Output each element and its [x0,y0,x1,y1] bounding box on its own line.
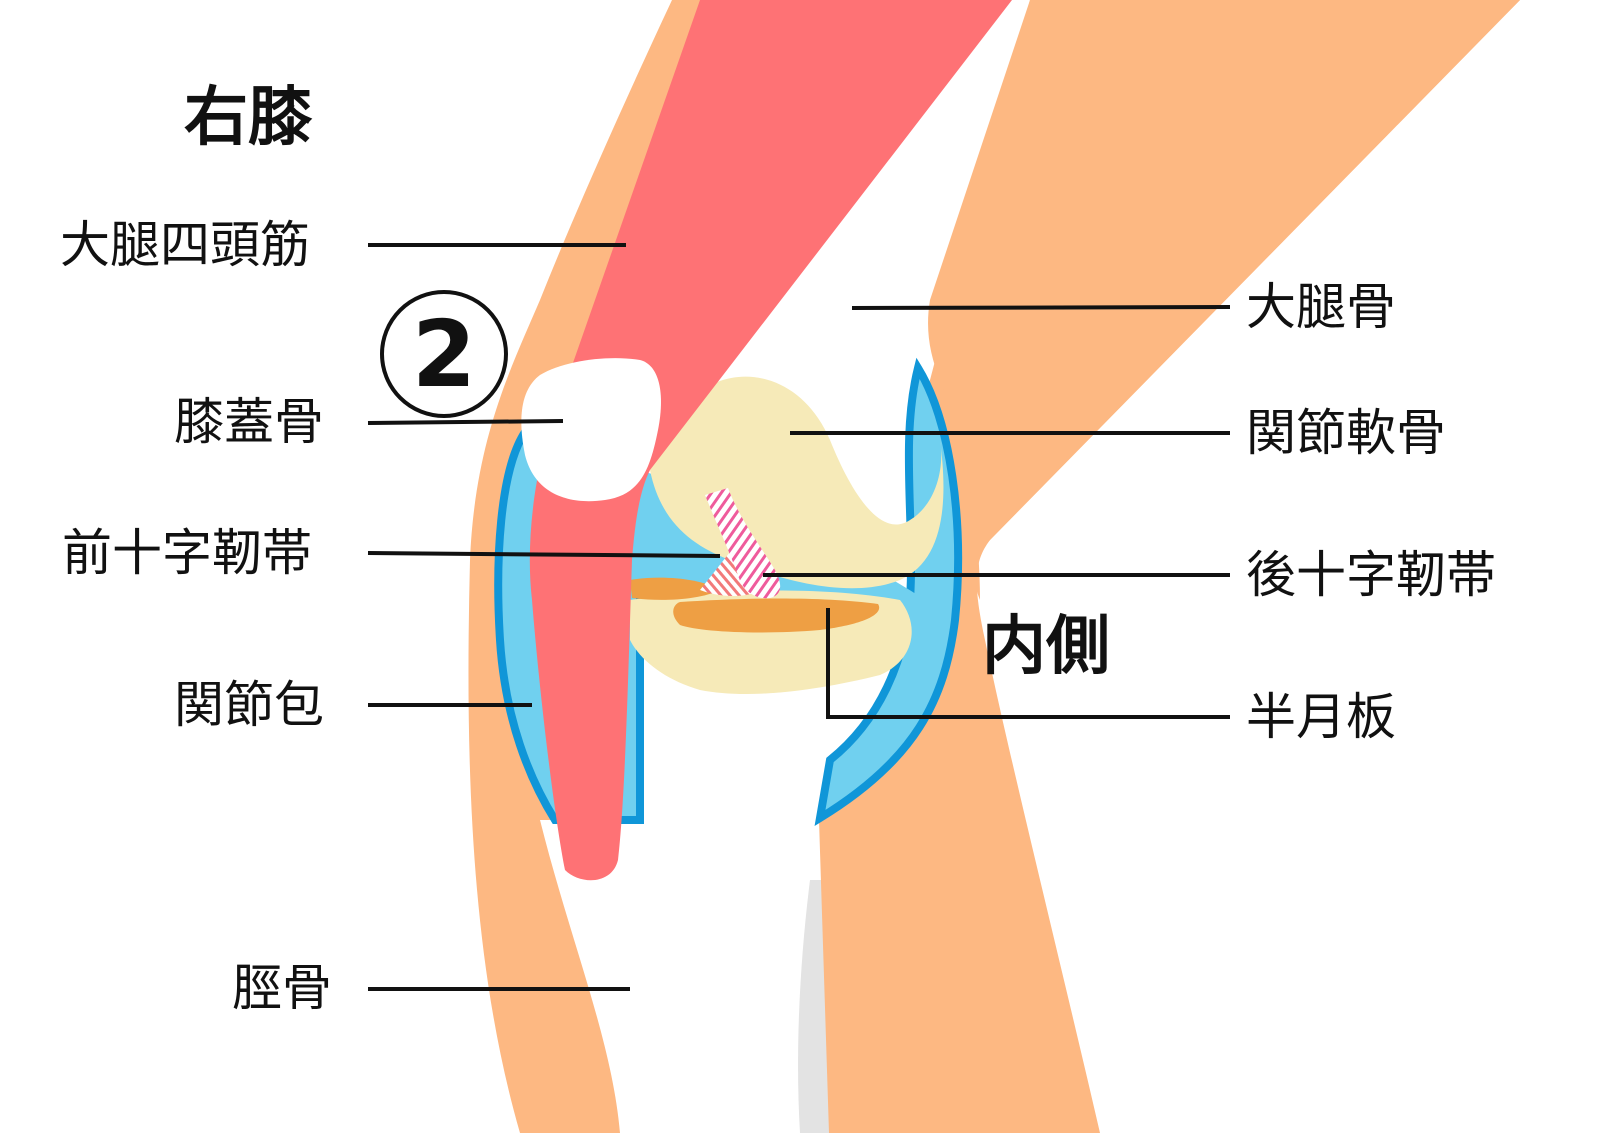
label-tibia: 脛骨 [232,959,332,1017]
leader-meniscus [826,608,1230,719]
femur [928,0,1520,600]
diagram-title: 右膝 [184,81,312,155]
patella[interactable] [521,358,661,502]
leader-patella [367,419,564,425]
label-quadriceps: 大腿四頭筋 [60,216,310,274]
quadriceps-muscle[interactable] [529,0,1012,881]
label-meniscus: 半月板 [1246,688,1396,746]
label-articular-cartilage: 関節軟骨 [1246,404,1446,462]
posterior-cruciate-ligament[interactable] [705,488,781,599]
label-joint-capsule: 関節包 [174,676,324,734]
step-number-badge: 2 [380,290,508,418]
label-femur: 大腿骨 [1246,278,1396,336]
step-number: 2 [411,300,476,408]
leader-acl [367,551,721,558]
meniscus-lateral[interactable] [630,577,720,600]
label-acl: 前十字靭帯 [62,524,312,582]
fibula-shadow [798,880,830,1133]
label-pcl: 後十字靭帯 [1246,546,1496,604]
side-label-medial: 内側 [982,610,1110,684]
leader-femur [851,305,1231,310]
label-patella: 膝蓋骨 [174,393,324,451]
leader-lines [367,243,1231,991]
